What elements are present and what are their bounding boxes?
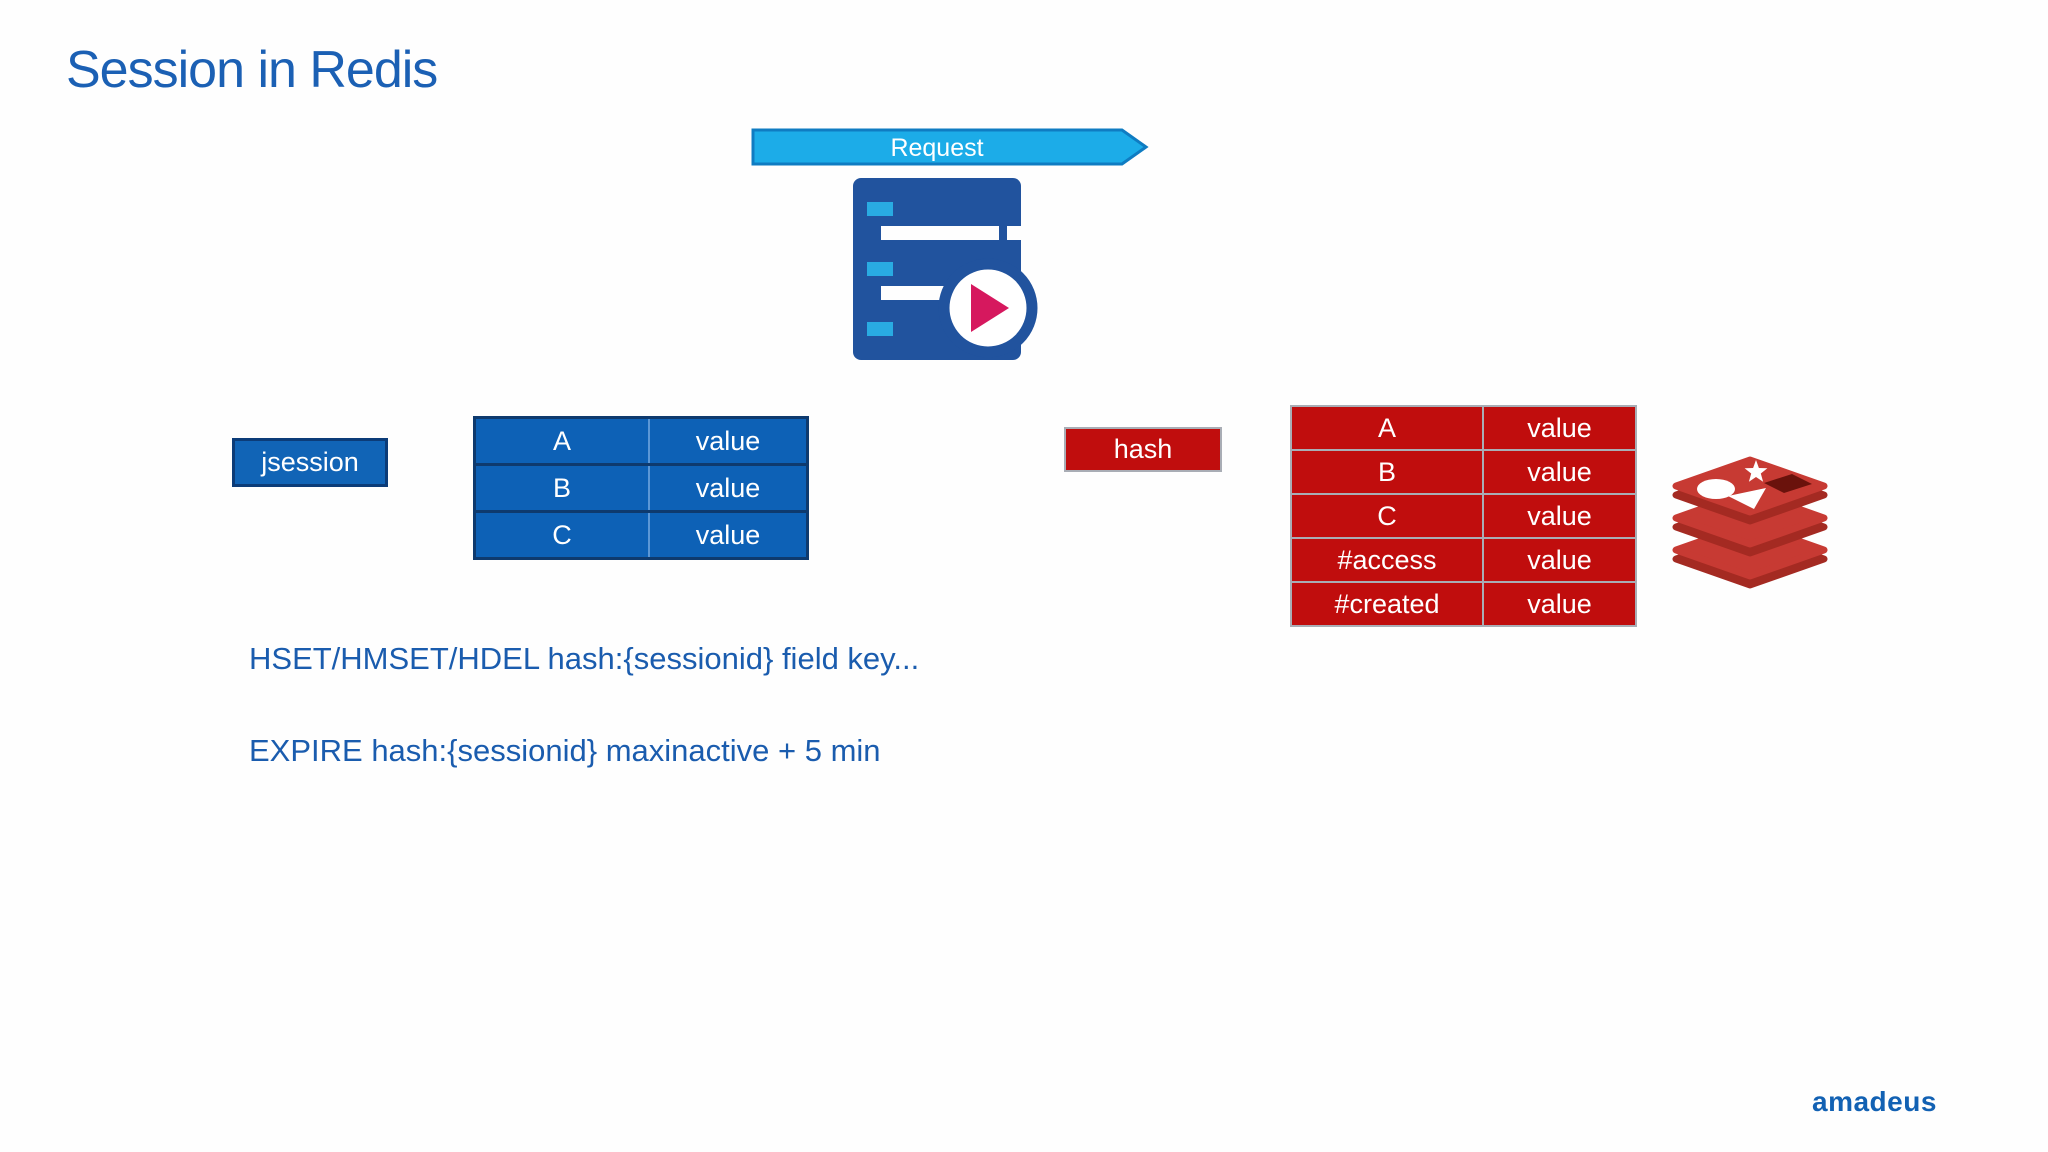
- hash-value-cell: value: [1482, 405, 1637, 451]
- table-row: B value: [474, 463, 808, 512]
- hash-field-cell: C: [1290, 493, 1484, 539]
- jsession-key-label: jsession: [261, 447, 359, 477]
- table-row: #created value: [1290, 581, 1637, 627]
- table-row: A value: [474, 416, 808, 465]
- attr-value-cell: value: [649, 416, 808, 465]
- app-server-play-icon: [853, 178, 1038, 360]
- hash-value-cell: value: [1482, 449, 1637, 495]
- session-attributes-table: A value B value C value: [473, 416, 809, 560]
- jsession-key-box: jsession: [232, 438, 388, 487]
- attr-value-cell: value: [649, 510, 808, 559]
- attr-value-cell: value: [649, 463, 808, 512]
- redis-hash-table: A value B value C value #access value #c…: [1290, 405, 1637, 627]
- attr-key-cell: A: [474, 416, 650, 465]
- hash-field-cell: #created: [1290, 581, 1484, 627]
- table-row: B value: [1290, 449, 1637, 495]
- attr-key-cell: C: [474, 510, 650, 559]
- amadeus-logo: amadeus: [1812, 1086, 1937, 1117]
- redis-logo-icon: [1672, 456, 1828, 589]
- expire-command-text: EXPIRE hash:{sessionid} maxinactive + 5 …: [249, 733, 881, 768]
- hash-key-label: hash: [1113, 434, 1173, 464]
- hset-command-text: HSET/HMSET/HDEL hash:{sessionid} field k…: [249, 641, 920, 676]
- table-row: #access value: [1290, 537, 1637, 583]
- hash-field-cell: #access: [1290, 537, 1484, 583]
- hash-value-cell: value: [1482, 537, 1637, 583]
- table-row: A value: [1290, 405, 1637, 451]
- hash-key-box: hash: [1064, 427, 1222, 472]
- request-arrow-icon: [751, 128, 1149, 166]
- slide-title: Session in Redis: [66, 41, 438, 99]
- hash-value-cell: value: [1482, 493, 1637, 539]
- attr-key-cell: B: [474, 463, 650, 512]
- table-row: C value: [474, 510, 808, 559]
- hash-field-cell: A: [1290, 405, 1484, 451]
- hash-value-cell: value: [1482, 581, 1637, 627]
- hash-field-cell: B: [1290, 449, 1484, 495]
- request-arrow-label: Request: [890, 134, 984, 162]
- table-row: C value: [1290, 493, 1637, 539]
